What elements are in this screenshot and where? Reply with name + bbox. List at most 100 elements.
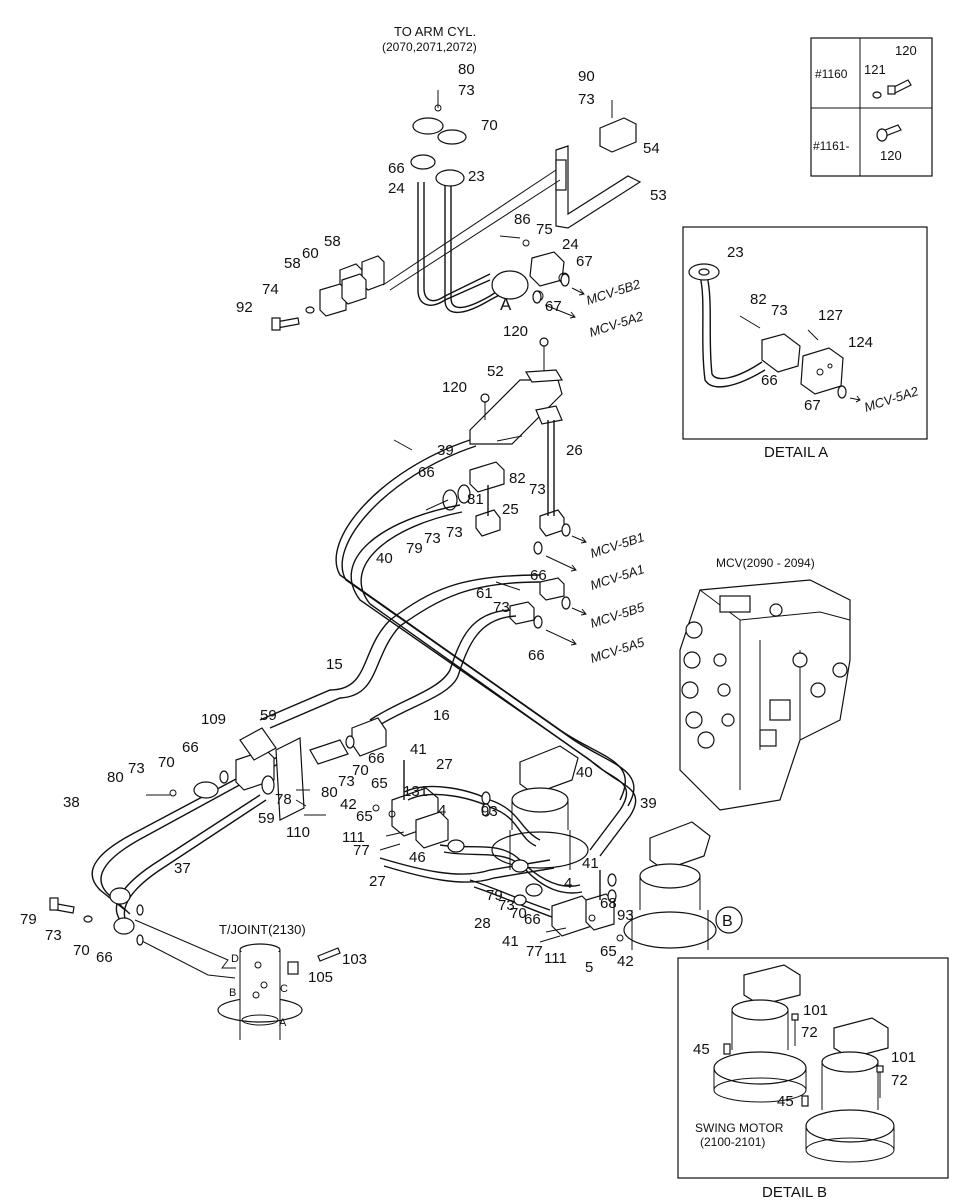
- callout-23: 23: [468, 168, 485, 185]
- middle-bracket-assembly: [393, 369, 587, 646]
- callout-65: 65: [371, 775, 388, 792]
- callout-110: 110: [286, 824, 310, 841]
- callout-77: 77: [353, 842, 370, 859]
- to-arm-cyl-refs: (2070,2071,2072): [382, 40, 477, 54]
- callout-73e: 73: [424, 530, 441, 547]
- callout-73: 73: [458, 82, 475, 99]
- callout-70b: 70: [158, 754, 175, 771]
- callout-54: 54: [643, 140, 660, 157]
- callout-73g: 73: [128, 760, 145, 777]
- callout-73h: 73: [338, 773, 355, 790]
- callout-26: 26: [566, 442, 583, 459]
- callout-79c: 79: [486, 887, 503, 904]
- arrow-icon: [571, 607, 587, 616]
- callout-80c: 80: [321, 784, 338, 801]
- marker-a: A: [500, 295, 512, 314]
- callout-90: 90: [578, 68, 595, 85]
- callout-4: 4: [438, 802, 446, 819]
- callout-16: 16: [433, 707, 450, 724]
- callout-4b: 4: [564, 875, 572, 892]
- swing-motor-refs: (2100-2101): [700, 1135, 765, 1149]
- callout-66h: 66: [96, 949, 113, 966]
- t-joint: T/JOINT(2130) D B C A: [217, 922, 341, 1040]
- center-swing-motor-area: [372, 745, 717, 950]
- callout-24b: 24: [562, 236, 579, 253]
- callout-66: 66: [388, 160, 405, 177]
- callout-79b: 79: [20, 911, 37, 928]
- detail-b-marker: [715, 906, 743, 934]
- upper-pipe-assembly: [271, 90, 642, 372]
- callout-73j: 73: [498, 897, 515, 914]
- callout-120b: 120: [442, 379, 467, 396]
- serial-table: #1160 #1161- 121 120 120: [810, 37, 933, 177]
- detail-a-label-73: 73: [771, 302, 788, 319]
- callout-53: 53: [650, 187, 667, 204]
- detail-a-title: DETAIL A: [764, 444, 828, 461]
- callout-58: 58: [324, 233, 341, 250]
- arrow-icon: [545, 629, 577, 646]
- callout-37: 37: [174, 860, 191, 877]
- callout-66c: 66: [418, 464, 435, 481]
- detail-b-label-72b: 72: [891, 1072, 908, 1089]
- detail-a-label-23: 23: [727, 244, 744, 261]
- callout-27b: 27: [369, 873, 386, 890]
- callout-66e: 66: [528, 647, 545, 664]
- callout-70: 70: [481, 117, 498, 134]
- detail-a-label-67: 67: [804, 397, 821, 414]
- callout-82: 82: [509, 470, 526, 487]
- callout-42b: 42: [617, 953, 634, 970]
- callout-105: 105: [308, 969, 333, 986]
- callout-70c: 70: [352, 762, 369, 779]
- callout-40: 40: [376, 550, 393, 567]
- tjoint-port-a: A: [279, 1017, 287, 1029]
- serial-part-120-b: 120: [880, 148, 902, 163]
- serial-part-120-a: 120: [895, 43, 917, 58]
- flange-washer-icon: [876, 128, 888, 142]
- callout-65b: 65: [356, 808, 373, 825]
- callout-42: 42: [340, 796, 357, 813]
- callout-41: 41: [410, 741, 427, 758]
- callout-93b: 93: [617, 907, 634, 924]
- callout-59b: 59: [258, 810, 275, 827]
- callout-103: 103: [342, 951, 367, 968]
- callout-77b: 77: [526, 943, 543, 960]
- detail-a-label-124: 124: [848, 334, 873, 351]
- callout-66i: 66: [524, 911, 541, 928]
- callout-109: 109: [201, 711, 226, 728]
- arrow-icon: [544, 304, 576, 319]
- arrow-icon: [849, 395, 861, 403]
- callout-39: 39: [437, 442, 454, 459]
- callout-58b: 58: [284, 255, 301, 272]
- callout-74: 74: [262, 281, 279, 298]
- callout-70e: 70: [510, 905, 527, 922]
- callout-65c: 65: [600, 943, 617, 960]
- callout-24: 24: [388, 180, 405, 197]
- callout-52: 52: [487, 363, 504, 380]
- port-mcv-5b1: MCV-5B1: [588, 529, 646, 561]
- callout-38: 38: [63, 794, 80, 811]
- callout-41c: 41: [502, 933, 519, 950]
- detail-b-marker-text: B: [722, 913, 733, 930]
- serial-row2-label: #1161-: [813, 139, 849, 153]
- detail-a-port: MCV-5A2: [862, 383, 920, 415]
- callout-73d: 73: [446, 524, 463, 541]
- callout-40b: 40: [576, 764, 593, 781]
- callout-39b: 39: [640, 795, 657, 812]
- callout-15: 15: [326, 656, 343, 673]
- serial-row1-label: #1160: [815, 67, 848, 81]
- washer-icon: [872, 91, 882, 99]
- callout-61: 61: [476, 585, 493, 602]
- callout-60: 60: [302, 245, 319, 262]
- callout-70d: 70: [73, 942, 90, 959]
- detail-b-label-101a: 101: [803, 1002, 828, 1019]
- callout-68: 68: [600, 895, 617, 912]
- detail-b-label-45a: 45: [693, 1041, 710, 1058]
- port-mcv-5a5: MCV-5A5: [588, 634, 646, 666]
- callout-27: 27: [436, 756, 453, 773]
- callout-92: 92: [236, 299, 253, 316]
- detail-b-label-72a: 72: [801, 1024, 818, 1041]
- arrow-icon: [571, 287, 585, 296]
- swing-motor-label: SWING MOTOR: [695, 1121, 784, 1135]
